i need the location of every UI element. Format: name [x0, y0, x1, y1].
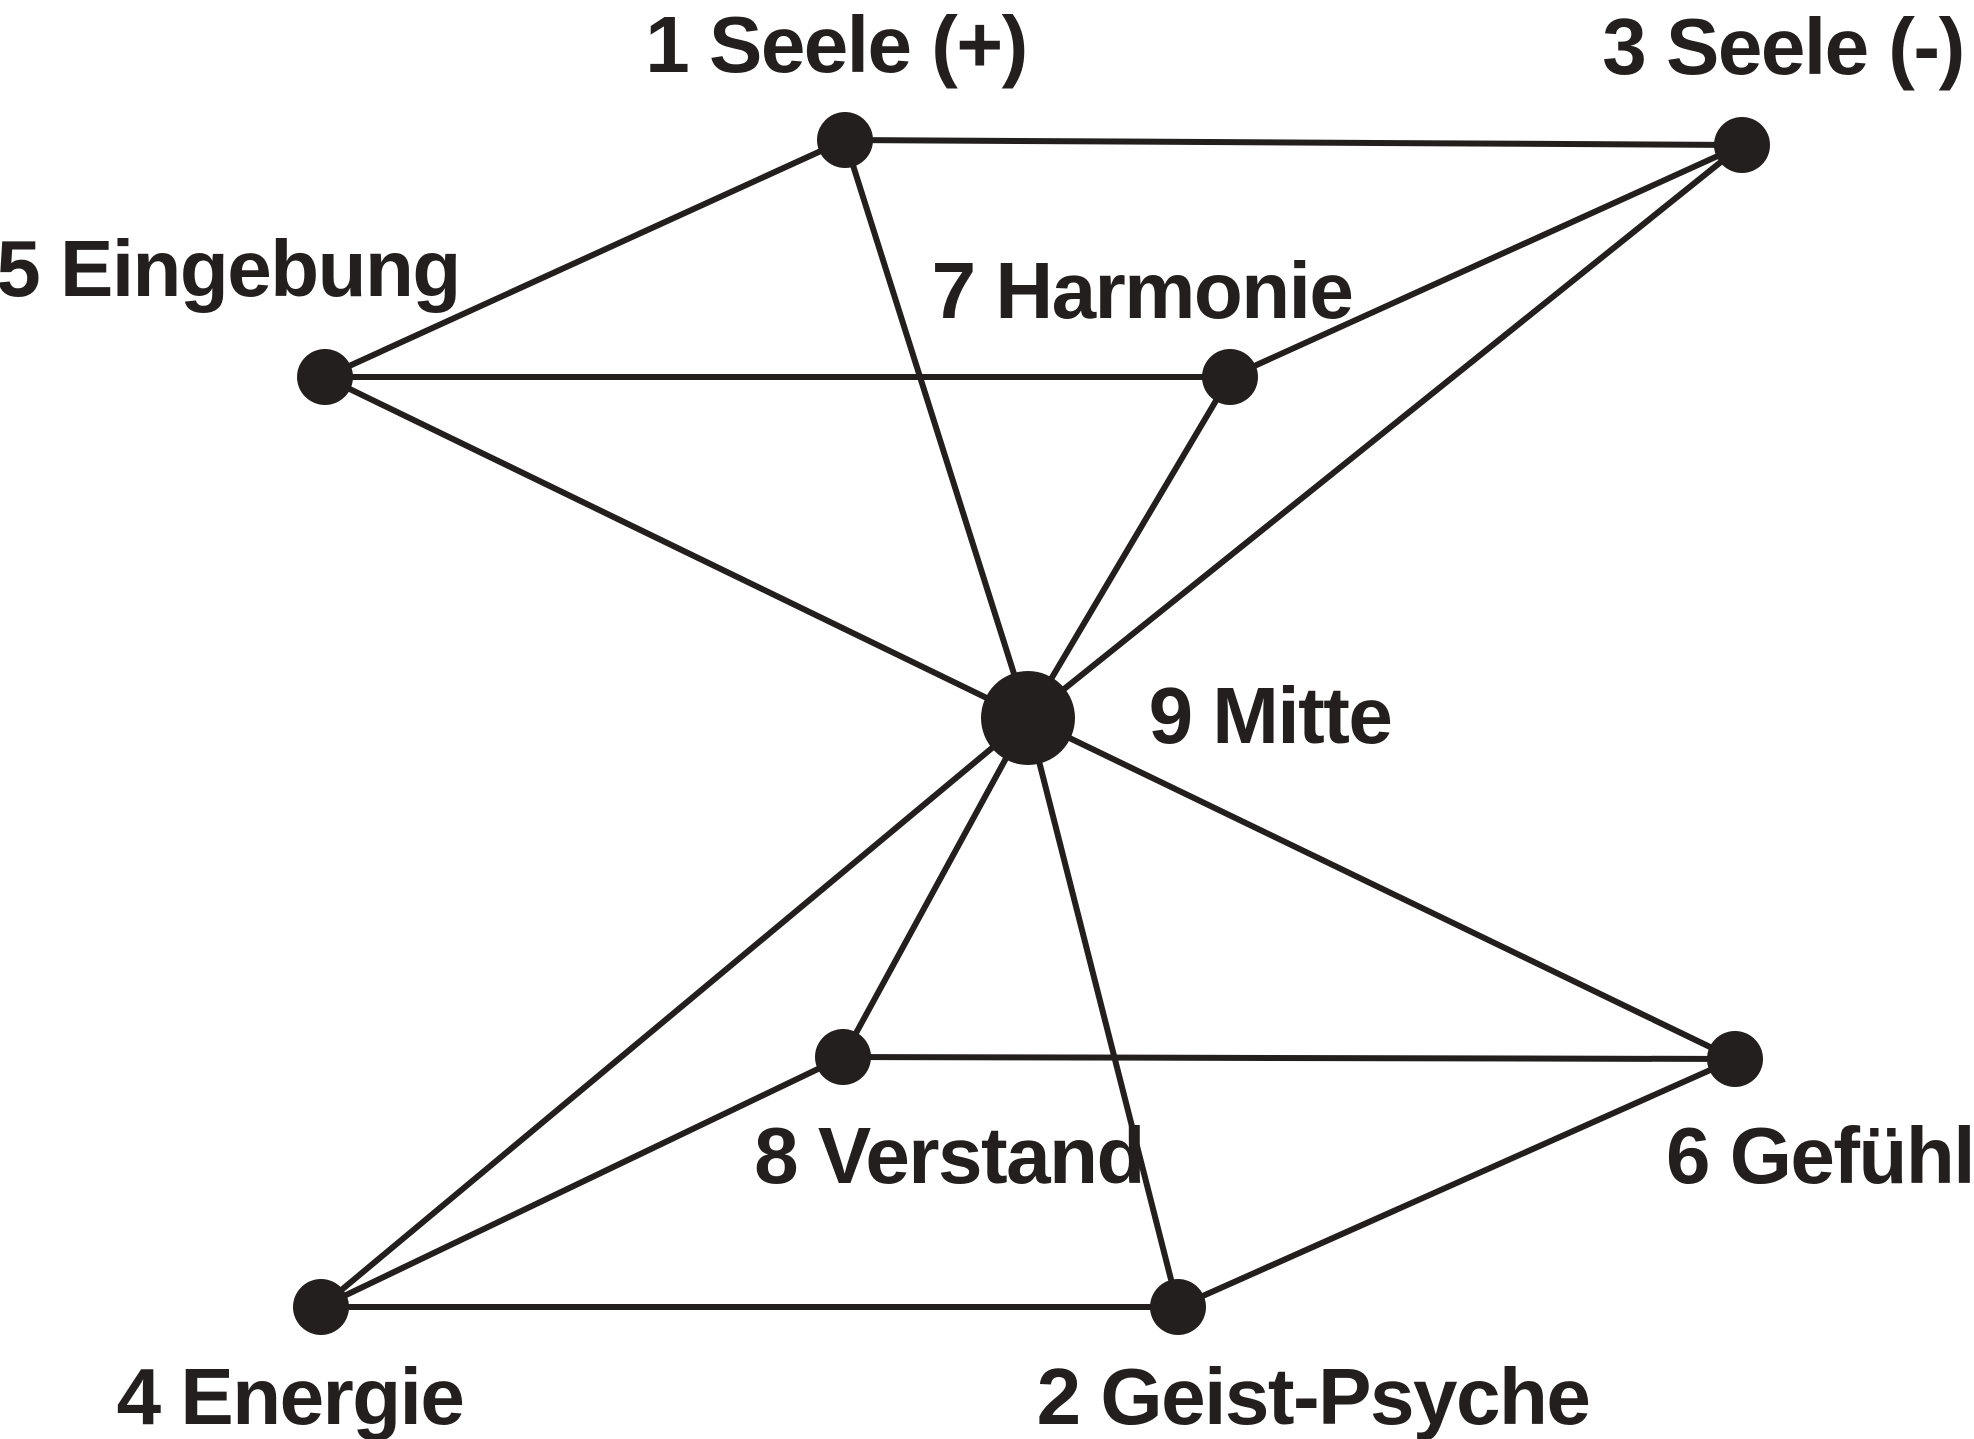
edge-9-4: [318, 715, 1031, 1310]
node-6-label: 6 Gefühl: [1666, 1111, 1974, 1200]
edge-2-6: [1175, 1056, 1738, 1310]
edge-3-9: [1025, 142, 1745, 721]
edges-layer: [318, 137, 1745, 1310]
edge-7-9: [1025, 374, 1233, 721]
node-9-label: 9 Mitte: [1149, 671, 1392, 760]
node-6-dot: [1707, 1031, 1763, 1087]
node-1-dot: [817, 112, 873, 168]
node-2-label: 2 Geist-Psyche: [1037, 1352, 1590, 1439]
node-1-label: 1 Seele (+): [645, 0, 1027, 89]
node-8-label: 8 Verstand: [754, 1111, 1144, 1200]
edge-9-6: [1025, 715, 1738, 1062]
nodes-layer: [293, 112, 1770, 1335]
node-7-label: 7 Harmonie: [932, 246, 1353, 335]
edge-1-9: [842, 137, 1031, 721]
edge-3-7: [1227, 142, 1745, 380]
edge-8-4: [318, 1054, 846, 1310]
node-2-dot: [1150, 1279, 1206, 1335]
edge-9-8: [840, 715, 1031, 1060]
edge-1-5: [322, 137, 848, 380]
node-4-dot: [293, 1279, 349, 1335]
node-7-dot: [1202, 349, 1258, 405]
node-8-dot: [815, 1029, 871, 1085]
node-9-dot: [981, 671, 1075, 765]
edge-8-6: [840, 1054, 1738, 1062]
node-3-label: 3 Seele (-): [1602, 2, 1963, 91]
node-5-label: 5 Eingebung: [0, 224, 460, 313]
node-3-dot: [1714, 117, 1770, 173]
edge-1-3: [842, 137, 1745, 148]
edge-9-2: [1025, 715, 1181, 1310]
node-5-dot: [297, 349, 353, 405]
edge-5-9: [322, 374, 1031, 721]
node-4-label: 4 Energie: [117, 1352, 464, 1439]
